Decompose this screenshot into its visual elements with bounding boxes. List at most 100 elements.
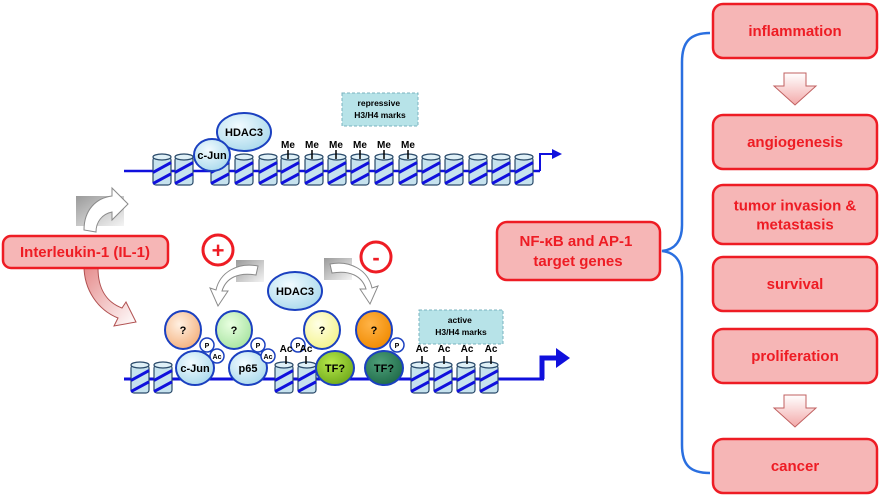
lower-nucleosome bbox=[433, 361, 453, 394]
lower-nucleosome bbox=[297, 361, 317, 394]
outcome-0: inflammation bbox=[711, 2, 879, 60]
upper-nucleosome bbox=[258, 153, 278, 186]
repressive-marks-box bbox=[341, 92, 419, 127]
lower-nucleosome bbox=[153, 361, 173, 394]
upper-nucleosome bbox=[421, 153, 441, 186]
outcome-2: tumor invasion &metastasis bbox=[711, 183, 879, 246]
il1-box bbox=[1, 234, 170, 270]
outcome-box bbox=[711, 255, 879, 313]
outcome-5: cancer bbox=[711, 437, 879, 495]
tf-protein-label: p65 bbox=[239, 363, 258, 375]
tf-protein-label: ? bbox=[319, 325, 326, 337]
methyl-mark: Me bbox=[377, 140, 391, 151]
modification-label: Ac bbox=[264, 354, 273, 361]
outcome-label: survival bbox=[767, 276, 824, 293]
outcome-box bbox=[711, 327, 879, 385]
repressed-chromatin: repressive H3/H4 marks HDAC3 c-Jun Me Me M… bbox=[124, 92, 562, 186]
methyl-mark: Me bbox=[281, 140, 295, 151]
target-genes-label: NF-κB and AP-1 target genes bbox=[520, 233, 637, 270]
upper-nucleosome bbox=[468, 153, 488, 186]
lower-nucleosome bbox=[456, 361, 476, 394]
lower-nucleosome bbox=[274, 361, 294, 394]
tf-protein bbox=[228, 350, 268, 386]
outcome-label: tumor invasion &metastasis bbox=[734, 198, 857, 234]
outcome-label: inflammation bbox=[748, 23, 841, 40]
upper-nucleosome bbox=[374, 153, 394, 186]
lower-tss-arrowhead bbox=[556, 348, 570, 368]
upper-nucleosome bbox=[234, 153, 254, 186]
lower-tss-arrow bbox=[539, 355, 558, 379]
tf-protein bbox=[315, 350, 355, 386]
modification-badge bbox=[290, 337, 306, 353]
outcome-label: angiogenesis bbox=[747, 134, 843, 151]
minus-badge bbox=[359, 240, 393, 274]
il1-label: Interleukin-1 (IL-1) bbox=[20, 244, 150, 261]
lower-nucleosomes bbox=[130, 361, 499, 394]
upper-nucleosome bbox=[304, 153, 324, 186]
tf-protein-label: TF? bbox=[325, 363, 345, 375]
tf-protein-label: TF? bbox=[374, 363, 394, 375]
hdac3-upper bbox=[216, 112, 272, 152]
cjun-upper-label: c-Jun bbox=[197, 150, 227, 162]
outcome-box bbox=[711, 437, 879, 495]
minus-label: - bbox=[372, 245, 379, 270]
outcome-box bbox=[711, 2, 879, 60]
hdac3-upper-label: HDAC3 bbox=[225, 127, 263, 139]
tf-protein bbox=[303, 310, 341, 350]
minus-curved-arrow bbox=[329, 262, 379, 306]
modification-badge bbox=[199, 337, 215, 353]
upper-nucleosome bbox=[491, 153, 511, 186]
outcome-3: survival bbox=[711, 255, 879, 313]
active-chromatin: active H3/H4 marks HDAC3 + - ?? c-Jun p65?… bbox=[124, 233, 570, 394]
modification-badge bbox=[260, 348, 276, 364]
methyl-mark: Me bbox=[305, 140, 319, 151]
upper-nucleosome bbox=[327, 153, 347, 186]
acetyl-mark: Ac bbox=[280, 344, 293, 355]
lower-nucleosome bbox=[410, 361, 430, 394]
tf-protein-label: ? bbox=[231, 325, 238, 337]
acetyl-mark: Ac bbox=[416, 344, 429, 355]
down-arrow-2 bbox=[772, 394, 818, 428]
hdac3-lower bbox=[267, 271, 323, 311]
target-genes-box bbox=[495, 220, 662, 282]
outcomes-column: inflammation angiogenesis tumor invasion &… bbox=[711, 2, 879, 495]
plus-curved-arrow bbox=[209, 264, 259, 308]
tf-protein bbox=[175, 350, 215, 386]
plus-badge bbox=[201, 233, 235, 267]
acetyl-mark: Ac bbox=[461, 344, 474, 355]
methyl-mark: Me bbox=[353, 140, 367, 151]
lower-nucleosome bbox=[130, 361, 150, 394]
modification-label: P bbox=[296, 343, 301, 350]
upper-tss-arrow bbox=[539, 153, 554, 171]
tf-protein bbox=[355, 310, 393, 350]
outcome-4: proliferation bbox=[711, 327, 879, 385]
upper-tss-arrowhead bbox=[552, 149, 562, 159]
outcome-label: cancer bbox=[771, 458, 820, 475]
modification-badge bbox=[250, 337, 266, 353]
tf-protein-label: c-Jun bbox=[180, 363, 210, 375]
modification-label: P bbox=[256, 343, 261, 350]
repressive-marks-label: repressive H3/H4 marks bbox=[354, 98, 406, 120]
outcome-box bbox=[711, 113, 879, 171]
outcome-bracket bbox=[661, 31, 711, 475]
active-marks-label: active H3/H4 marks bbox=[435, 315, 487, 337]
plus-label: + bbox=[212, 238, 225, 263]
tf-protein-label: ? bbox=[371, 325, 378, 337]
modification-badge bbox=[209, 348, 225, 364]
il1-stimulus: Interleukin-1 (IL-1) bbox=[1, 186, 170, 327]
tf-protein bbox=[364, 350, 404, 386]
upper-nucleosome bbox=[514, 153, 534, 186]
outcome-label: proliferation bbox=[751, 348, 839, 365]
modification-badge bbox=[389, 337, 405, 353]
modification-label: P bbox=[395, 343, 400, 350]
hdac3-lower-label: HDAC3 bbox=[276, 286, 314, 298]
down-arrow-1 bbox=[772, 72, 818, 106]
upper-nucleosome bbox=[174, 153, 194, 186]
tf-protein bbox=[164, 310, 202, 350]
lower-nucleosome bbox=[479, 361, 499, 394]
methyl-mark: Me bbox=[329, 140, 343, 151]
